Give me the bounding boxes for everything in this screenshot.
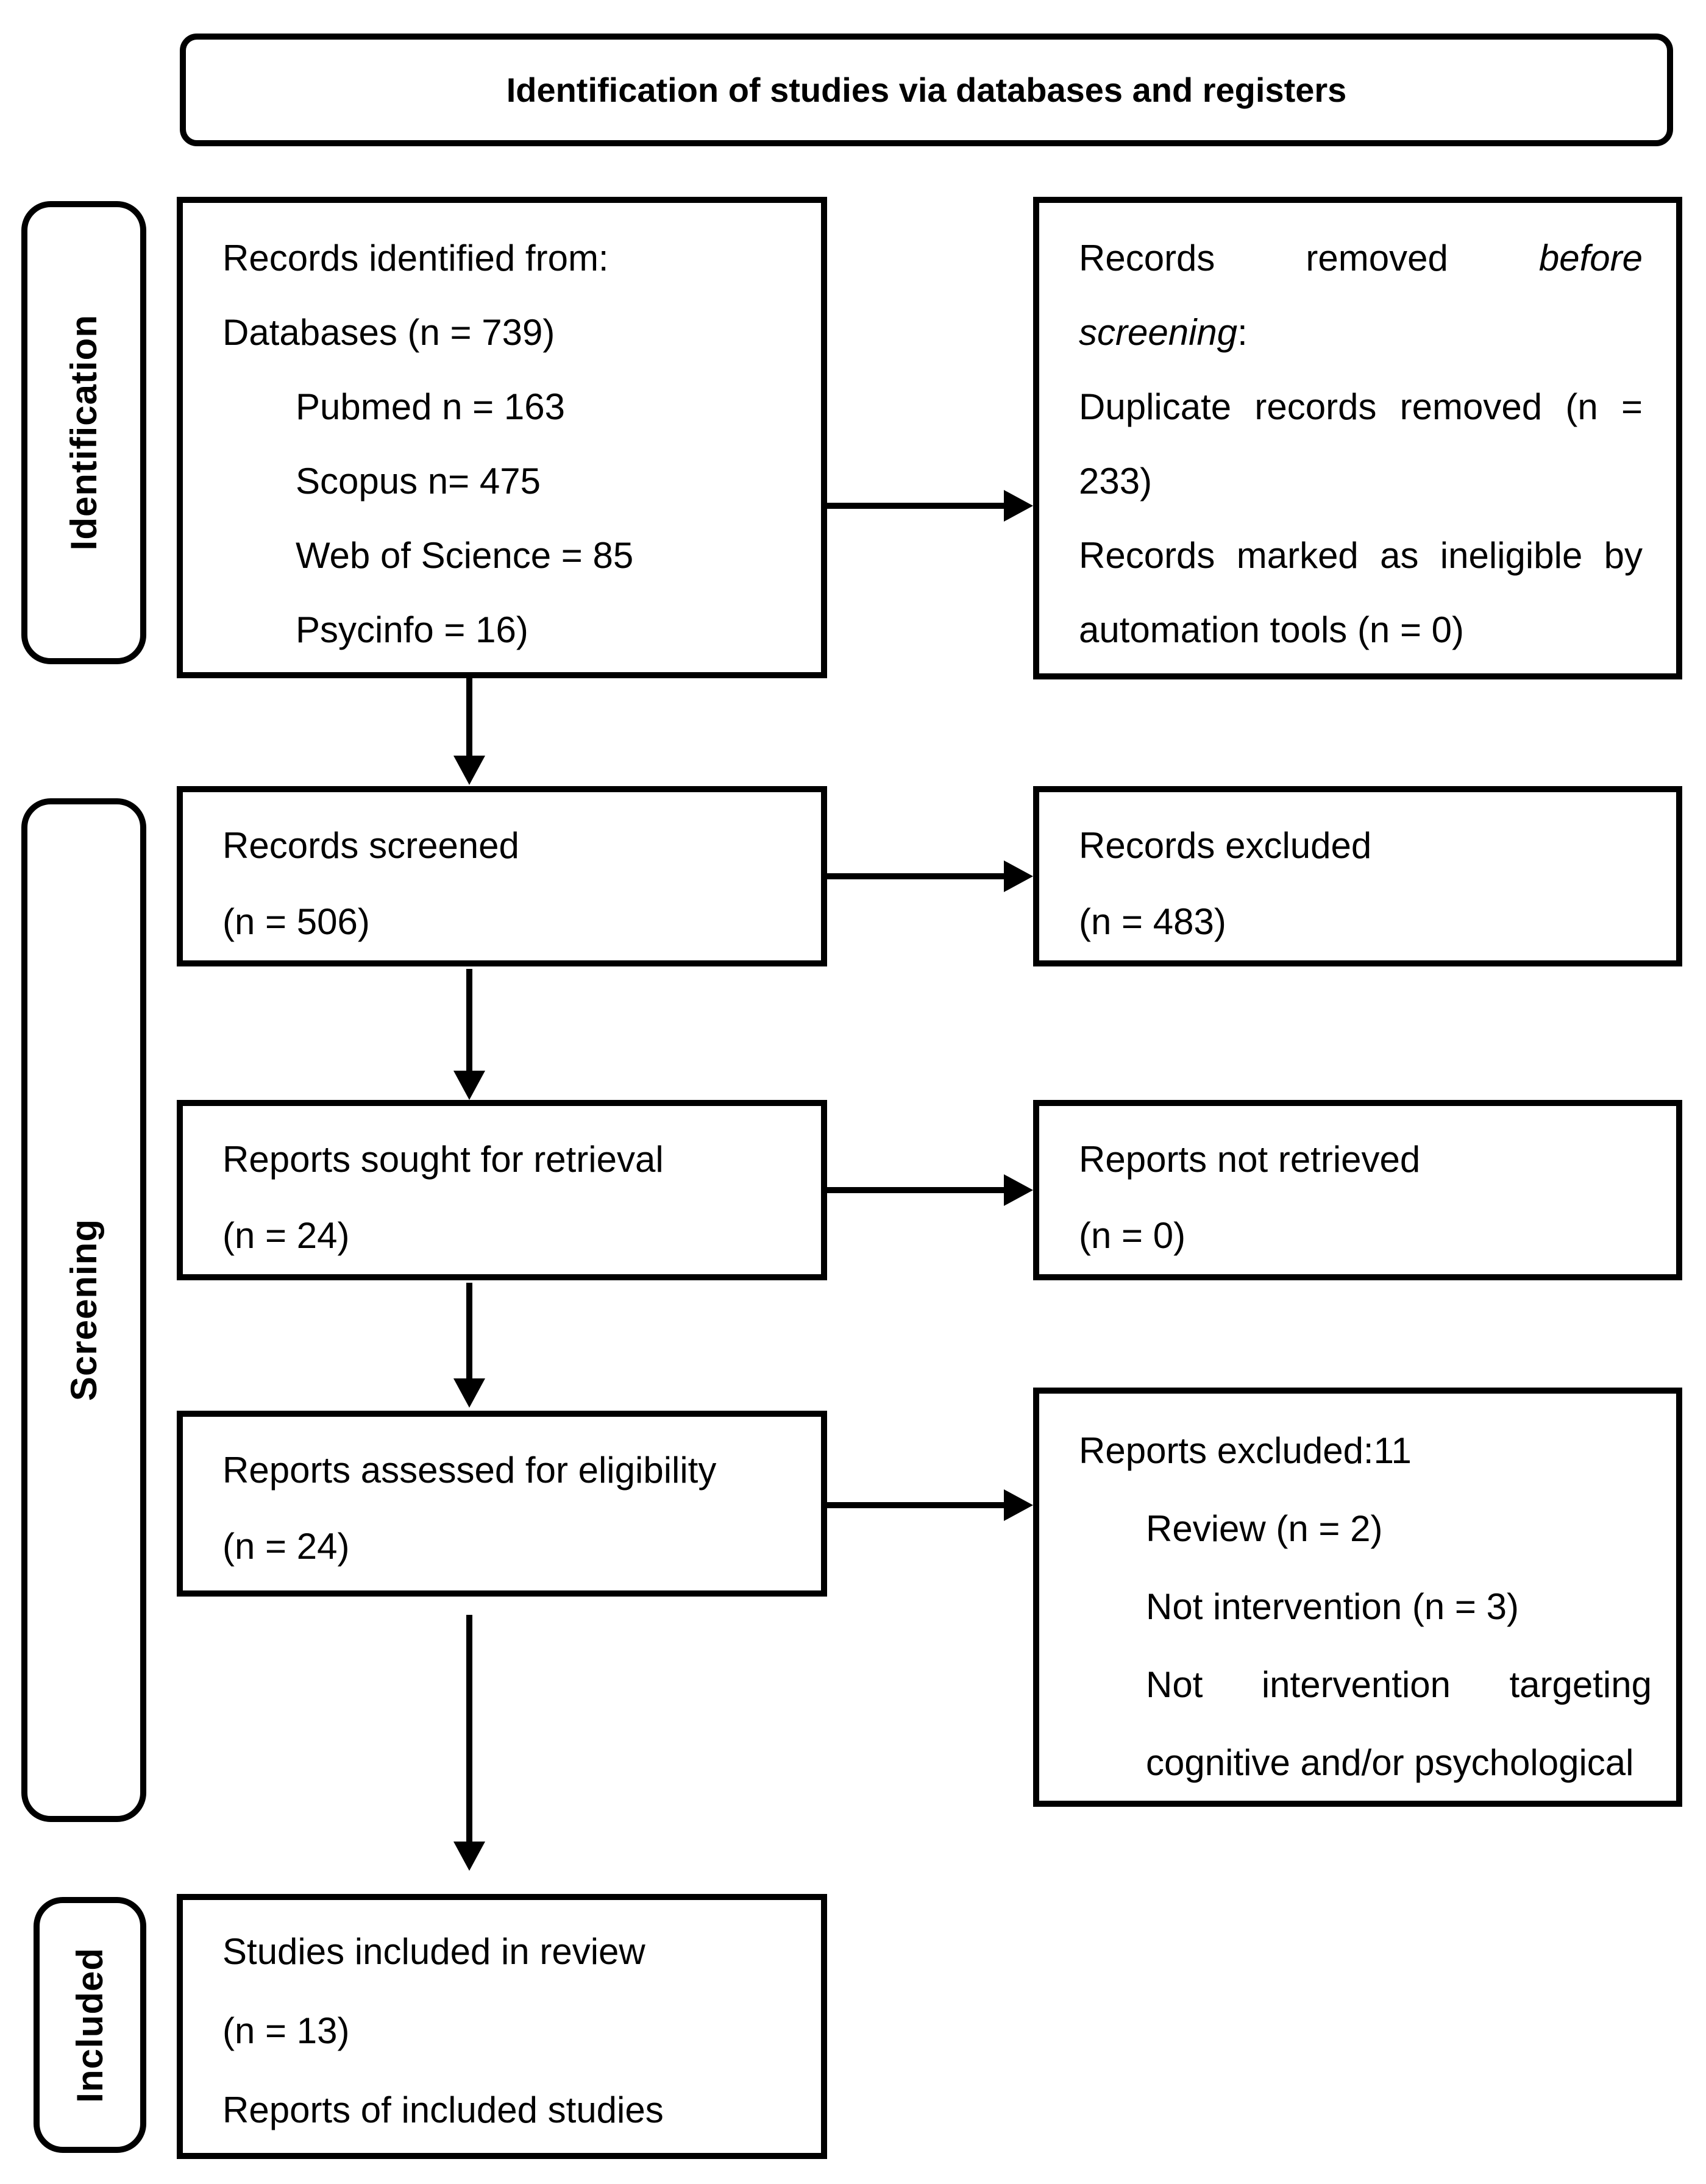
reports-excluded-box: Reports excluded:11 Review (n = 2) Not i… (1033, 1388, 1682, 1807)
included-label: Included (69, 1947, 110, 2103)
records-removed-line2: screening: (1079, 312, 1248, 353)
records-screened-line1: Records screened (222, 825, 519, 866)
arrow-line (827, 1502, 1007, 1508)
arrow-head (1004, 1489, 1033, 1521)
arrow-line (827, 873, 1007, 879)
records-identified-sub-wos: Web of Science = 85 (296, 535, 634, 576)
right-arrow-sought-to-not-retrieved (827, 1174, 1033, 1206)
reports-not-retrieved-line1: Reports not retrieved (1079, 1139, 1421, 1180)
reports-assessed-box: Reports assessed for eligibility (n = 24… (177, 1411, 827, 1597)
stage-tab-included: Included (34, 1897, 146, 2153)
down-arrow-sought-to-assessed (453, 1283, 485, 1408)
arrow-head (453, 1071, 485, 1100)
records-removed-line3: Duplicate records removed (n = (1079, 386, 1643, 427)
records-screened-box: Records screened (n = 506) (177, 786, 827, 966)
studies-included-line2: (n = 13) (222, 2010, 350, 2051)
identification-label: Identification (63, 314, 104, 551)
studies-included-box: Studies included in review (n = 13) Repo… (177, 1894, 827, 2159)
reports-not-retrieved-box: Reports not retrieved (n = 0) (1033, 1100, 1682, 1280)
records-identified-line2: Databases (n = 739) (222, 312, 555, 353)
records-removed-line6: automation tools (n = 0) (1079, 609, 1465, 650)
arrow-line (466, 1615, 472, 1845)
records-excluded-box: Records excluded (n = 483) (1033, 786, 1682, 966)
down-arrow-identified-to-screened (453, 678, 485, 785)
arrow-head (1004, 490, 1033, 522)
records-identified-sub-scopus: Scopus n= 475 (296, 461, 541, 502)
reports-excluded-item-not-intervention: Not intervention (n = 3) (1146, 1586, 1519, 1627)
records-removed-line5: Records marked as ineligible by (1079, 535, 1643, 576)
arrow-line (827, 1187, 1007, 1193)
records-removed-box: Records removed before screening: Duplic… (1033, 197, 1682, 679)
reports-excluded-item-targeting-line1: Not intervention targeting (1146, 1664, 1652, 1705)
records-removed-line4: 233) (1079, 461, 1153, 502)
reports-sought-line1: Reports sought for retrieval (222, 1139, 664, 1180)
screening-label: Screening (63, 1219, 104, 1402)
records-removed-line1: Records removed before (1079, 238, 1643, 278)
stage-tab-screening: Screening (21, 798, 146, 1822)
stage-tab-identification: Identification (21, 201, 146, 664)
arrow-head (1004, 860, 1033, 892)
arrow-head (453, 1378, 485, 1408)
studies-included-line1: Studies included in review (222, 1931, 645, 1972)
arrow-head (453, 756, 485, 785)
studies-included-line3: Reports of included studies (222, 2090, 664, 2130)
reports-assessed-line2: (n = 24) (222, 1526, 350, 1567)
down-arrow-screened-to-sought (453, 969, 485, 1100)
reports-assessed-line1: Reports assessed for eligibility (222, 1450, 717, 1491)
arrow-line (827, 503, 1007, 509)
right-arrow-assessed-to-excluded (827, 1489, 1033, 1521)
records-identified-box: Records identified from: Databases (n = … (177, 197, 827, 678)
records-screened-line2: (n = 506) (222, 901, 370, 942)
records-excluded-line2: (n = 483) (1079, 901, 1226, 942)
arrow-line (466, 678, 472, 759)
right-arrow-screened-to-excluded (827, 860, 1033, 892)
records-excluded-line1: Records excluded (1079, 825, 1372, 866)
reports-excluded-item-review: Review (n = 2) (1146, 1508, 1383, 1549)
reports-excluded-item-targeting-line2: cognitive and/or psychological (1146, 1742, 1634, 1783)
title-box: Identification of studies via databases … (180, 34, 1673, 146)
arrow-line (466, 969, 472, 1074)
arrow-head (453, 1842, 485, 1871)
reports-sought-box: Reports sought for retrieval (n = 24) (177, 1100, 827, 1280)
records-identified-line1: Records identified from: (222, 238, 609, 278)
right-arrow-identified-to-removed (827, 490, 1033, 522)
arrow-line (466, 1283, 472, 1381)
reports-not-retrieved-line2: (n = 0) (1079, 1215, 1186, 1256)
records-identified-sub-psycinfo: Psycinfo = 16) (296, 609, 528, 650)
reports-excluded-line1: Reports excluded:11 (1079, 1430, 1412, 1471)
records-identified-sub-pubmed: Pubmed n = 163 (296, 386, 566, 427)
reports-sought-line2: (n = 24) (222, 1215, 350, 1256)
arrow-head (1004, 1174, 1033, 1206)
diagram-title: Identification of studies via databases … (506, 71, 1347, 109)
down-arrow-assessed-to-included (453, 1615, 485, 1871)
